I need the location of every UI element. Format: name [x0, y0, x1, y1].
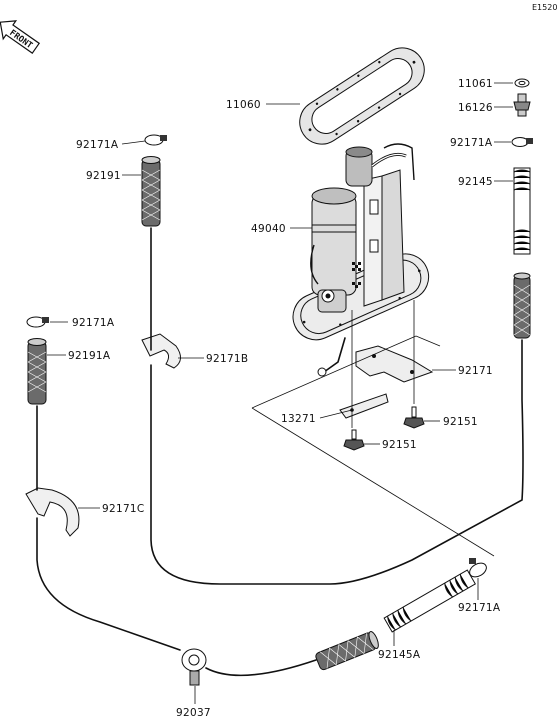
- callout-92171: 92171: [458, 365, 493, 377]
- callout-92171a-top-right: 92171A: [450, 137, 493, 149]
- callout-13271: 13271: [281, 413, 316, 425]
- connector-92037: [181, 648, 207, 686]
- leader-lines: [47, 82, 513, 704]
- clamp-92171a-left: [26, 316, 49, 328]
- callout-92171c: 92171C: [102, 503, 145, 515]
- fitting-16126: [513, 93, 531, 117]
- callout-49040: 49040: [251, 223, 286, 235]
- fuel-pump-49040: [292, 143, 430, 377]
- callout-92145: 92145: [458, 176, 493, 188]
- callout-11061: 11061: [458, 78, 493, 90]
- pipe-route-main: [150, 227, 524, 585]
- callout-92145a: 92145A: [378, 649, 421, 661]
- washer-11061: [514, 78, 530, 88]
- callout-92151-lower: 92151: [382, 439, 417, 451]
- callout-92151-right: 92151: [443, 416, 478, 428]
- clip-92171c: [25, 487, 80, 537]
- callout-16126: 16126: [458, 102, 493, 114]
- bracket-92171: [355, 345, 434, 383]
- braided-hose-bottom: [315, 631, 379, 671]
- front-arrow-icon: FRONT: [0, 20, 41, 54]
- callout-92171b: 92171B: [206, 353, 248, 365]
- pipe-route-left: [36, 405, 317, 677]
- braided-hose-right: [513, 272, 531, 339]
- callout-92171a-top-left: 92171A: [76, 139, 119, 151]
- hose-92191: [141, 156, 161, 227]
- callout-11060: 11060: [226, 99, 261, 111]
- callout-92171a-bottom-right: 92171A: [458, 602, 501, 614]
- hose-92145a: [383, 569, 476, 633]
- gasket-11060: [299, 47, 425, 145]
- callout-92037: 92037: [176, 707, 211, 718]
- clip-92171b: [141, 333, 181, 369]
- clamp-92171a-top-left: [144, 134, 167, 146]
- callout-92171a-left: 92171A: [72, 317, 115, 329]
- clamp-92171a-top-right: [511, 137, 533, 147]
- hose-92191a: [27, 338, 47, 405]
- callout-92191: 92191: [86, 170, 121, 182]
- diagram-code: E1520: [532, 3, 557, 12]
- plate-13271: [339, 393, 389, 419]
- bolt-92151-right: [403, 406, 425, 429]
- callout-92191a: 92191A: [68, 350, 111, 362]
- hose-92145: [513, 167, 531, 255]
- bolt-92151-lower: [343, 429, 365, 451]
- plane-outline: [251, 335, 495, 557]
- checker-icon: [352, 262, 361, 288]
